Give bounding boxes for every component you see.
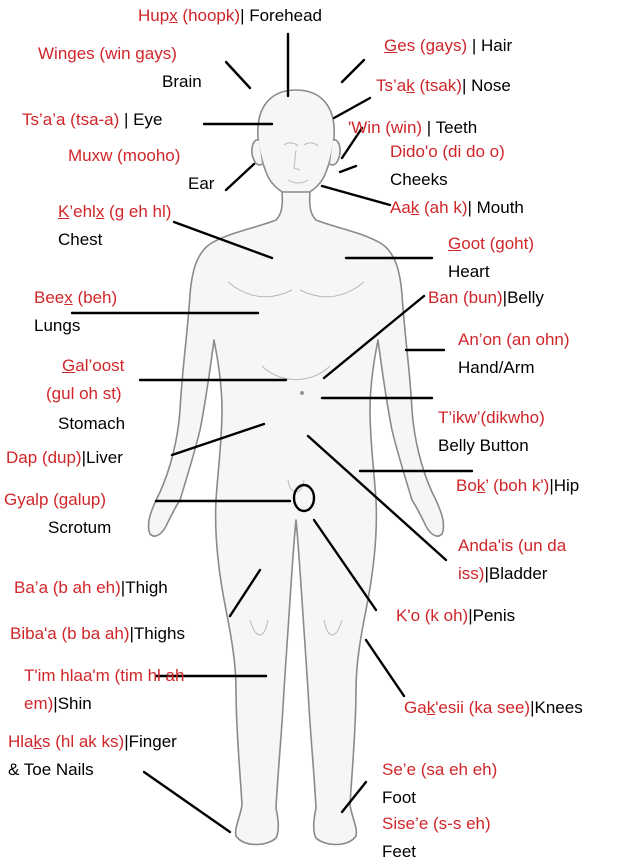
label-foot: Foot [382, 788, 416, 808]
label-thighs: Biba'a (b ba ah)|Thighs [10, 624, 185, 644]
label-ear-red: Muxw (mooho) [68, 146, 180, 166]
label-penis: K'o (k oh)|Penis [396, 606, 515, 626]
line-hair [342, 60, 364, 82]
navel-mark [300, 391, 304, 395]
label-shin-red-1: T'im hlaa'm (tim hl ah [24, 666, 184, 686]
label-hip: Bok’ (boh k')|Hip [456, 476, 579, 496]
line-nose [334, 98, 370, 118]
label-belly-button: Belly Button [438, 436, 529, 456]
label-bladder: iss)|Bladder [458, 564, 547, 584]
label-mouth: Aak (ah k)| Mouth [390, 198, 524, 218]
label-scrotum: Scrotum [48, 518, 111, 538]
label-scrotum-red: Gyalp (galup) [4, 490, 106, 510]
label-ear: Ear [188, 174, 214, 194]
label-belly: Ban (bun)|Belly [428, 288, 544, 308]
label-eye: Ts’a’a (tsa-a) | Eye [22, 110, 162, 130]
label-cheeks-red: Dido'o (di do o) [390, 142, 505, 162]
label-chest-red: K’ehlx (g eh hl) [58, 202, 171, 222]
label-shin: em)|Shin [24, 694, 92, 714]
label-nails: Hlaks (hl ak ks)|Finger [8, 732, 177, 752]
label-brain-red: Winges (win gays) [38, 44, 177, 64]
label-teeth: 'Win (win) | Teeth [348, 118, 477, 138]
label-hair: Ges (gays) | Hair [384, 36, 512, 56]
line-cheeks [340, 166, 356, 172]
label-stomach-red-2: (gul oh st) [46, 384, 122, 404]
label-forehead: Hupx (hoopk)| Forehead [138, 6, 322, 26]
line-ear [226, 164, 254, 190]
label-knees: Gak'esii (ka see)|Knees [404, 698, 583, 718]
label-chest: Chest [58, 230, 102, 250]
label-lungs: Lungs [34, 316, 80, 336]
label-stomach-red-1: Gal’oost [62, 356, 124, 376]
label-nose: Ts’ak (tsak)| Nose [376, 76, 511, 96]
label-hand-arm: Hand/Arm [458, 358, 535, 378]
line-mouth [322, 186, 390, 205]
label-feet-red: Sise’e (s-s eh) [382, 814, 491, 834]
line-knees [366, 640, 404, 696]
label-brain: Brain [162, 72, 202, 92]
label-nails-2: & Toe Nails [8, 760, 94, 780]
label-foot-red: Se’e (sa eh eh) [382, 760, 497, 780]
label-lungs-red: Beex (beh) [34, 288, 117, 308]
label-hand-arm-red: An’on (an ohn) [458, 330, 570, 350]
label-heart: Heart [448, 262, 490, 282]
label-stomach: Stomach [58, 414, 125, 434]
label-cheeks: Cheeks [390, 170, 448, 190]
label-thigh: Ba’a (b ah eh)|Thigh [14, 578, 168, 598]
label-belly-button-red: T’ikw’(dikwho) [438, 408, 545, 428]
label-bladder-red-1: Anda'is (un da [458, 536, 566, 556]
label-liver: Dap (dup)|Liver [6, 448, 123, 468]
line-nails [144, 772, 230, 832]
label-heart-red: Goot (goht) [448, 234, 534, 254]
line-brain [226, 62, 250, 88]
label-feet: Feet [382, 842, 416, 862]
